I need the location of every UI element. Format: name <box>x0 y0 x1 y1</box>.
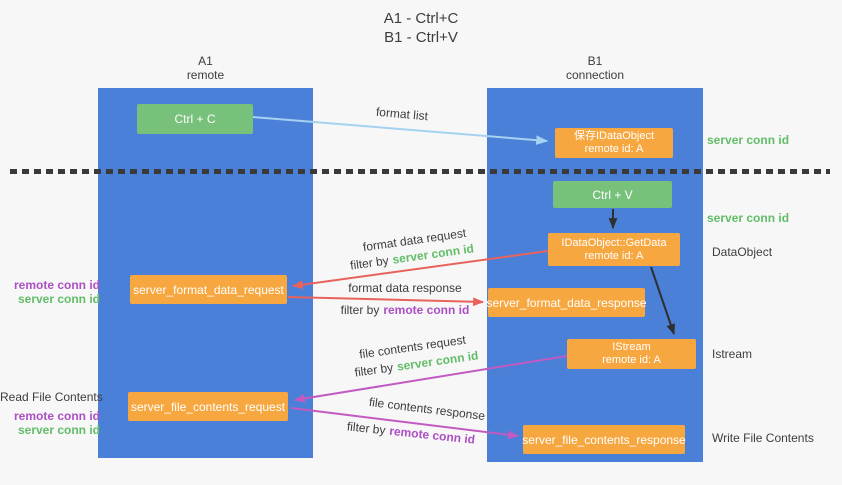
node-file-request-label: server_file_contents_request <box>130 399 286 414</box>
filter-by-text: filter by <box>353 360 395 380</box>
node-ctrl-c: Ctrl + C <box>137 104 253 134</box>
write-file-contents-label: Write File Contents <box>712 431 814 445</box>
column-a1-title: A1 <box>198 54 213 68</box>
istream-label: Istream <box>712 347 753 361</box>
filter-by-text: filter by <box>340 303 380 317</box>
right-server-conn-id-label-top: server conn id <box>707 133 790 147</box>
read-file-contents-label: Read File Contents <box>0 390 103 404</box>
node-save-idataobject: 保存IDataObject remote id: A <box>555 128 673 158</box>
node-server-file-contents-response: server_file_contents_response <box>522 425 686 454</box>
left-server-conn-id-label: server conn id <box>17 292 100 306</box>
format-data-response-label: format data response <box>348 281 462 295</box>
node-file-response-label: server_file_contents_response <box>522 432 686 447</box>
format-data-response-arrow <box>287 296 485 307</box>
left-remote-conn-id-label: remote conn id <box>13 278 100 292</box>
node-istream-line1: IStream <box>612 341 651 353</box>
node-format-response-label: server_format_data_response <box>486 295 647 310</box>
remote-conn-id-text: remote conn id <box>388 423 476 447</box>
column-a1-subtitle: remote <box>186 68 225 82</box>
title-line-1: A1 - Ctrl+C <box>383 10 459 27</box>
remote-conn-id-text: remote conn id <box>383 303 470 317</box>
title-line-2: B1 - Ctrl+V <box>384 29 458 46</box>
left-server-conn-id-label-2: server conn id <box>17 423 100 437</box>
node-save-idataobject-line2: remote id: A <box>584 143 644 155</box>
column-b1-title: B1 <box>587 54 603 68</box>
node-server-file-contents-request: server_file_contents_request <box>128 392 288 421</box>
node-ctrl-v: Ctrl + V <box>553 181 672 208</box>
node-server-format-data-response: server_format_data_response <box>486 288 647 317</box>
node-ctrl-c-label: Ctrl + C <box>174 112 216 126</box>
node-istream: IStream remote id: A <box>567 339 696 369</box>
node-getdata-line1: IDataObject::GetData <box>561 236 667 249</box>
right-server-conn-id-label-mid: server conn id <box>707 211 790 225</box>
node-ctrl-v-label: Ctrl + V <box>592 187 633 202</box>
node-save-idataobject-line1: 保存IDataObject <box>573 130 655 142</box>
filter-by-text: filter by <box>349 253 390 273</box>
node-server-format-data-request: server_format_data_request <box>130 275 287 304</box>
format-list-label: format list <box>375 104 429 124</box>
diagram-title: A1 - Ctrl+C B1 - Ctrl+V <box>0 9 842 47</box>
left-remote-conn-id-label-2: remote conn id <box>13 409 100 423</box>
dashed-divider-line <box>10 169 830 174</box>
node-idataobject-getdata: IDataObject::GetData remote id: A <box>548 233 680 266</box>
dataobject-label: DataObject <box>712 245 773 259</box>
column-b1-subtitle: connection <box>565 68 625 82</box>
node-format-request-label: server_format_data_request <box>133 282 284 297</box>
column-header-b1: B1 connection <box>487 54 703 82</box>
node-getdata-line2: remote id: A <box>584 249 644 262</box>
filter-by-text: filter by <box>346 419 387 438</box>
file-contents-response-label: file contents response <box>368 394 486 424</box>
column-header-a1: A1 remote <box>98 54 313 82</box>
node-istream-line2: remote id: A <box>602 354 661 366</box>
